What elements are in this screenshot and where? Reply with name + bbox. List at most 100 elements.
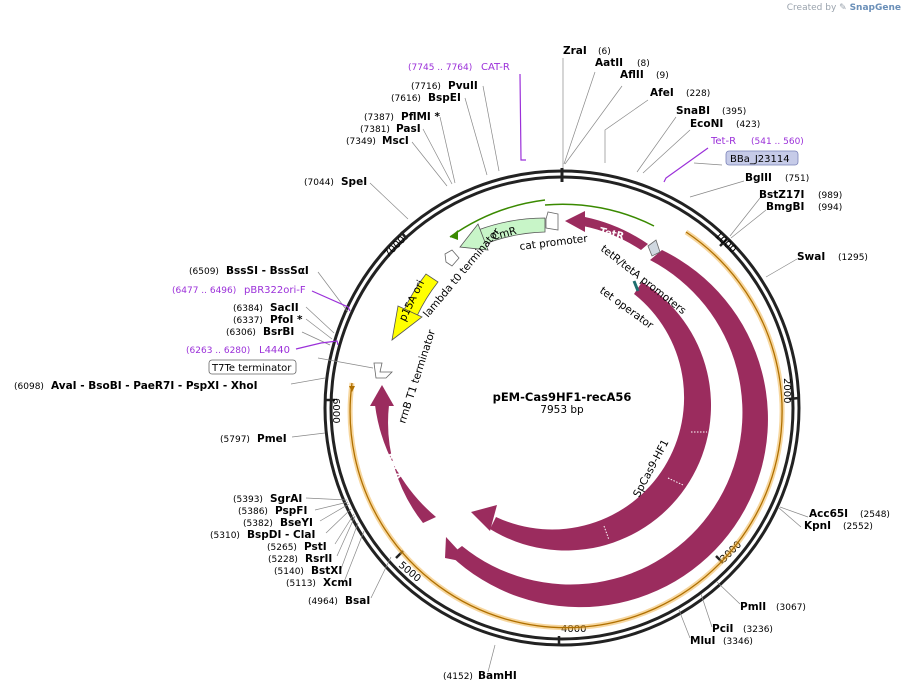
snapgene-logo-icon: ✎ (839, 3, 847, 13)
annotation-arcs (347, 199, 785, 631)
lambda-t0-terminator-feature[interactable] (444, 249, 460, 267)
site-spei-pos: (7044) (304, 178, 334, 188)
bba-j23114-box (725, 150, 799, 166)
cas9-feature[interactable] (450, 250, 768, 608)
site-bspei-name: BspEI (428, 92, 461, 104)
site-rsrii-pos: (5228) (268, 555, 298, 565)
leader-kpni (778, 507, 802, 528)
site-bmgbi-pos: (994) (818, 203, 842, 213)
leader-pmli (716, 581, 741, 605)
leader-psti (334, 513, 355, 545)
site-bstxi-pos: (5140) (274, 567, 304, 577)
site-bglii-name: BglII (745, 172, 772, 184)
l4440-position: (6263 .. 6280) (186, 346, 250, 356)
spcas9-hf1-arrowhead (471, 505, 497, 531)
site-xhoi-group-pos: (6098) (14, 382, 44, 392)
site-xcmi-name: XcmI (323, 577, 352, 589)
site-pcii-name: PciI (712, 623, 733, 635)
tet-r-marker (663, 147, 709, 183)
leader-pspfi (314, 501, 349, 511)
leader-bseyi (319, 503, 350, 522)
pbr322ori-f-label: pBR322ori-F (244, 285, 306, 296)
site-bseyi-name: BseYI (280, 517, 313, 529)
tet-operator-feature[interactable] (632, 280, 640, 292)
tetr-green-arc (544, 203, 655, 227)
pbr322ori-f-position: (6477 .. 6496) (172, 286, 236, 296)
leader-pfoi (305, 318, 333, 340)
pbr322ori-f-marker (311, 290, 351, 312)
leader-mlui (678, 609, 691, 639)
leader-pasi (422, 128, 453, 185)
leader-msci (411, 141, 448, 187)
reca-feature[interactable] (375, 405, 436, 523)
cat-r-position: (7745 .. 7764) (408, 63, 472, 73)
leader-econi (642, 129, 691, 174)
restriction-sites: ZraI (6) AatII (8) AflII (9) AfeI (228) … (443, 45, 890, 682)
leader-pmei (291, 432, 326, 438)
site-msci-name: MscI (382, 135, 409, 147)
tetr-teta-promoters-label: tetR/tetA promoters (598, 243, 688, 317)
leader-bspei (464, 97, 488, 176)
site-pvuii-name: PvuII (448, 80, 478, 92)
spcas9-hf1-feature[interactable] (490, 282, 712, 551)
leader-bstz17i (729, 197, 761, 237)
leader-spei (369, 182, 409, 220)
site-bsai-pos: (4964) (308, 597, 338, 607)
site-bspdi-pos: (5310) (210, 531, 240, 541)
reca-label: RecA (384, 452, 403, 482)
leader-pvuii (482, 85, 500, 172)
leader-aflii (564, 85, 623, 165)
site-swai-pos: (1295) (838, 253, 868, 263)
cas9-arrowhead (445, 537, 470, 563)
credit-prefix: Created by (786, 3, 837, 13)
site-pmli-pos: (3067) (776, 603, 806, 613)
tetr-arrowhead (565, 211, 585, 232)
leader-pcii (700, 593, 713, 628)
orange-arc-arrowhead (349, 386, 355, 392)
site-afei-name: AfeI (650, 87, 674, 99)
leader-acc65i (779, 506, 809, 518)
cat-r-marker (519, 73, 526, 161)
site-aatii-name: AatII (595, 57, 623, 69)
site-zrai-name: ZraI (563, 45, 587, 57)
leader-bba-j23114 (693, 162, 723, 166)
p15a-ori-arrowhead (391, 305, 423, 341)
site-bseyi-pos: (5382) (243, 519, 273, 529)
site-xhoi-group-name: AvaI - BsoBI - PaeR7I - PspXI - XhoI (51, 380, 258, 392)
leader-bglii (689, 180, 745, 198)
leader-lines (290, 58, 809, 673)
cat-promoter-feature[interactable] (545, 211, 559, 231)
site-bglii-pos: (751) (785, 174, 809, 184)
site-mlui-pos: (3346) (723, 637, 753, 647)
site-aflii-pos: (9) (656, 71, 669, 81)
tetr-label: TetR (598, 226, 625, 242)
site-aatii-pos: (8) (637, 59, 650, 69)
site-bamhi-pos: (4152) (443, 672, 473, 682)
site-pasi-name: PasI (396, 123, 421, 135)
primer-markers (295, 73, 709, 350)
site-bsssi-name: BssSI - BssSαI (226, 265, 309, 277)
rrnb-t1-terminator-feature[interactable] (373, 362, 393, 379)
l4440-marker (295, 340, 339, 350)
plasmid-name: pEM-Cas9HF1-recA56 (493, 390, 632, 404)
site-acc65i-pos: (2548) (860, 510, 890, 520)
site-zrai-pos: (6) (598, 47, 611, 57)
site-bstz17i-name: BstZ17I (759, 189, 804, 201)
site-pmli-name: PmlI (740, 601, 766, 613)
site-pspfi-pos: (5386) (238, 507, 268, 517)
l4440-label: L4440 (259, 345, 290, 356)
site-pflmi-name: PflMI * (401, 111, 440, 123)
leader-aatii (563, 71, 596, 165)
site-pfoi-name: PfoI * (270, 314, 303, 326)
site-spei-name: SpeI (341, 176, 367, 188)
tick-1000 (719, 237, 729, 247)
site-kpni-name: KpnI (804, 520, 831, 532)
tet-r-label: Tet-R (710, 136, 736, 147)
tetr-teta-promoters-feature[interactable] (647, 239, 661, 257)
tetr-feature[interactable] (583, 217, 648, 250)
cmr-arrowhead (459, 223, 489, 251)
site-pfoi-pos: (6337) (233, 316, 263, 326)
primer-labels: (7745 .. 7764) CAT-R Tet-R (541 .. 560) … (172, 62, 804, 356)
tick-label-6000: 6000 (330, 398, 341, 423)
